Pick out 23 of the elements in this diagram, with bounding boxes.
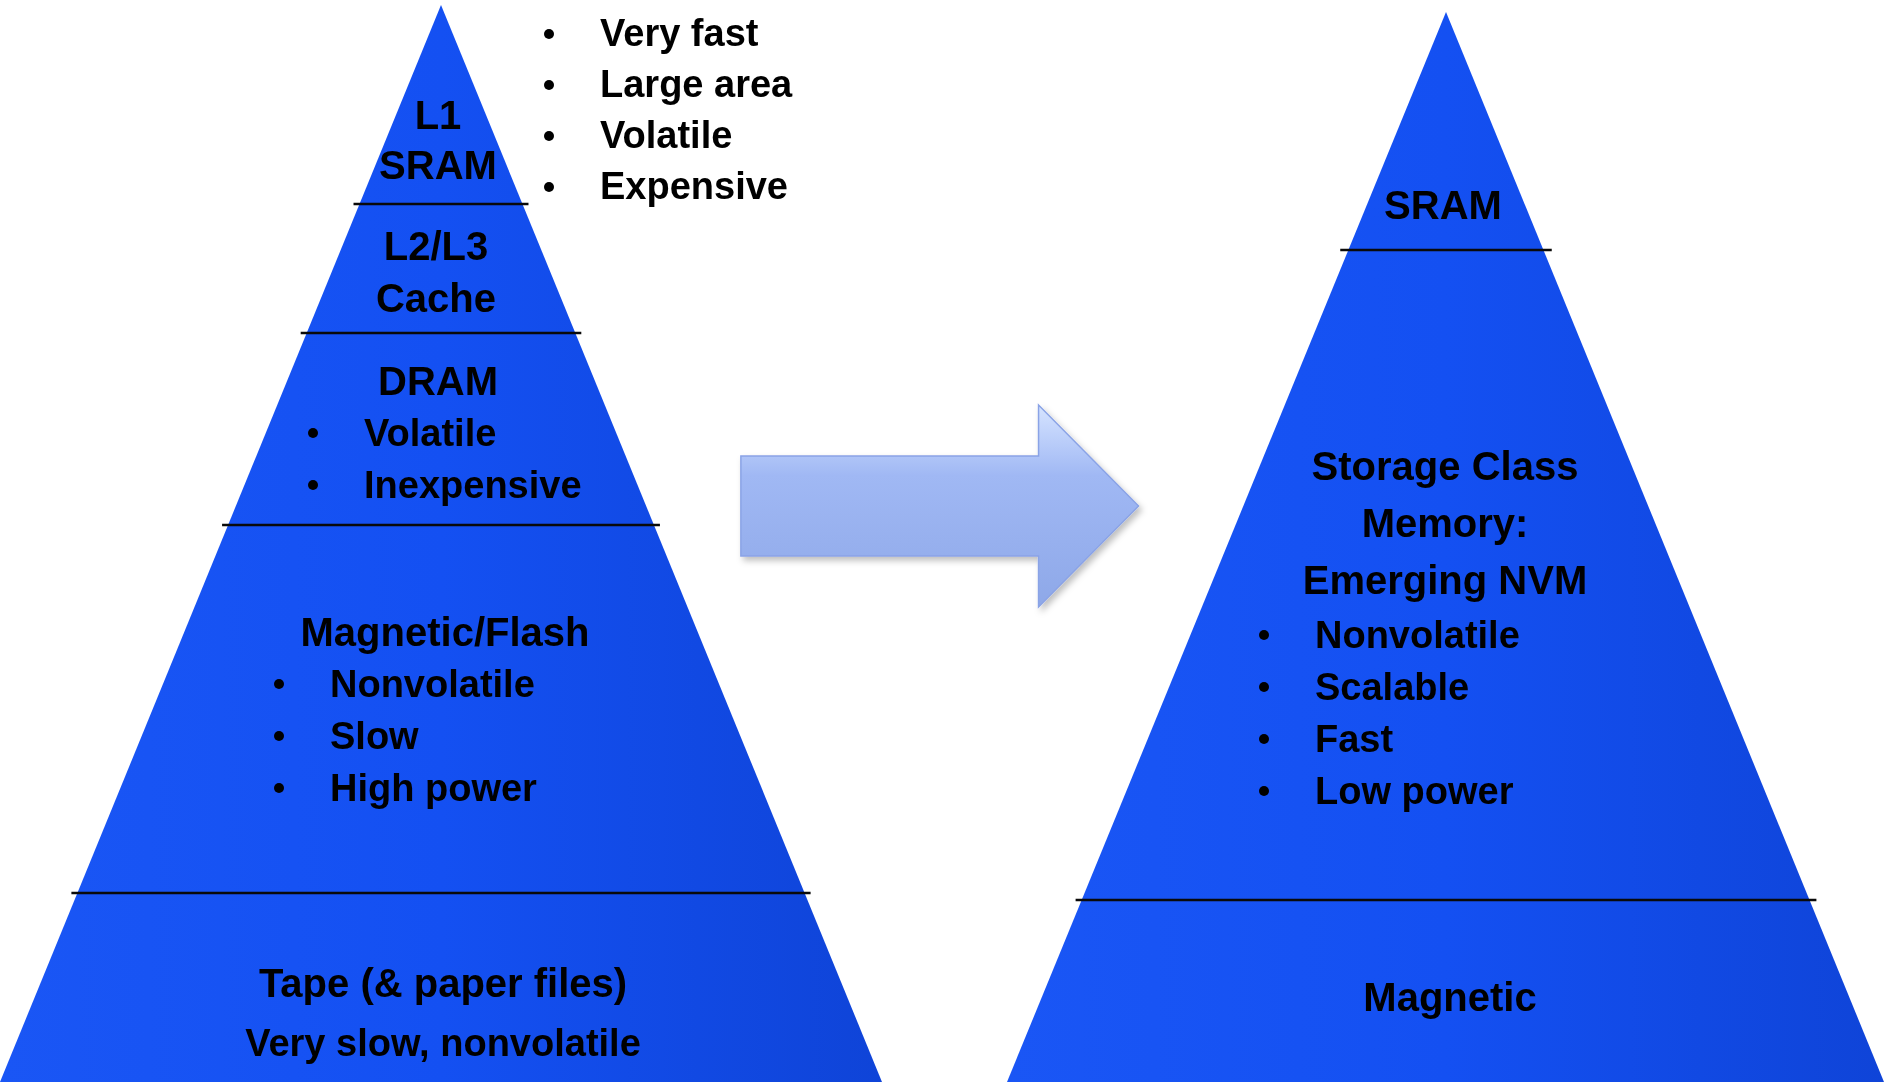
tier-description: Very slow, nonvolatile <box>244 1021 642 1066</box>
bullet-item: Inexpensive <box>364 463 582 508</box>
bullet-item: Very fast <box>600 11 759 56</box>
bullet-item: Scalable <box>1315 665 1470 710</box>
bullet-item: High power <box>330 766 537 811</box>
tier-heading: Storage Class Memory: Emerging NVM <box>1301 443 1589 604</box>
tier-heading: L2/L3 Cache <box>374 223 498 322</box>
bullet-item: Volatile <box>600 113 733 158</box>
tier-heading: Magnetic <box>1362 974 1538 1021</box>
bullet-item: Volatile <box>364 411 497 456</box>
bullet-item: Nonvolatile <box>330 662 535 707</box>
tier-heading: DRAM <box>377 358 499 405</box>
bullet-item: Large area <box>600 62 793 107</box>
block-arrow <box>740 403 1140 609</box>
tier-heading: Tape (& paper files) <box>257 960 629 1007</box>
bullet-item: Slow <box>330 714 419 759</box>
bullet-item: Low power <box>1315 769 1514 814</box>
bullet-item: Expensive <box>600 164 788 209</box>
bullet-item: Nonvolatile <box>1315 613 1520 658</box>
tier-heading: SRAM <box>1383 182 1503 229</box>
bullet-item: Fast <box>1315 717 1394 762</box>
tier-heading: L1 SRAM <box>378 92 498 189</box>
tier-heading: Magnetic/Flash <box>299 609 591 656</box>
